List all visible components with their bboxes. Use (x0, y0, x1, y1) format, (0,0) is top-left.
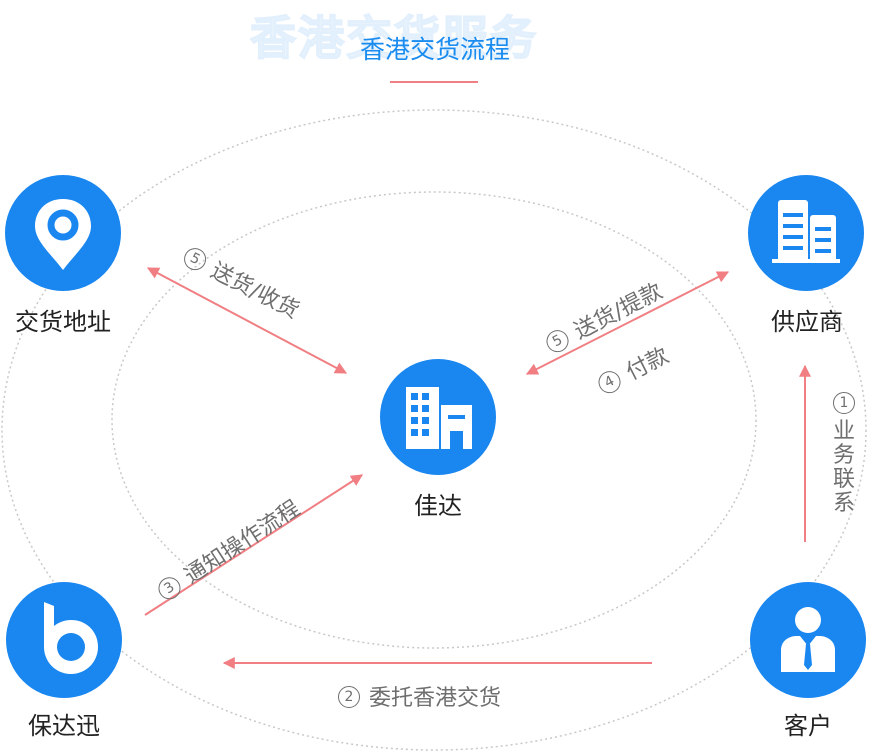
edge-text: 业务联系 (832, 419, 855, 516)
location-pin-icon (35, 199, 91, 270)
customer-label: 客户 (784, 712, 832, 740)
edge-text: 委托香港交货 (369, 686, 502, 711)
outer-ellipse (1, 109, 867, 751)
center-node (380, 359, 496, 475)
edge-label-entrust: 2 委托香港交货 (338, 680, 501, 712)
supplier-node (748, 175, 864, 291)
supplier-label: 供应商 (771, 308, 843, 336)
step-number: 2 (338, 686, 360, 708)
title-underline (390, 81, 478, 83)
baodaxun-label: 保达迅 (28, 712, 100, 740)
arrow-notify (144, 474, 364, 616)
address-label: 交货地址 (15, 308, 111, 336)
businessman-icon (781, 607, 835, 672)
page-title: 香港交货流程 (359, 35, 510, 64)
office-buildings-icon (772, 200, 840, 263)
edge-label-business: 1 业务联系 (831, 392, 857, 516)
arrow-deliver-receive (146, 267, 348, 374)
address-node (5, 175, 121, 291)
building-icon (406, 387, 472, 449)
baodaxun-logo-icon (44, 602, 98, 674)
baodaxun-node (6, 582, 122, 698)
inner-ellipse (111, 191, 757, 649)
center-label: 佳达 (414, 492, 462, 520)
watermark: 香港交货服务 (250, 10, 538, 62)
step-number: 1 (833, 392, 855, 414)
arrow-deliver-pickup (525, 271, 730, 375)
customer-node (750, 582, 866, 698)
